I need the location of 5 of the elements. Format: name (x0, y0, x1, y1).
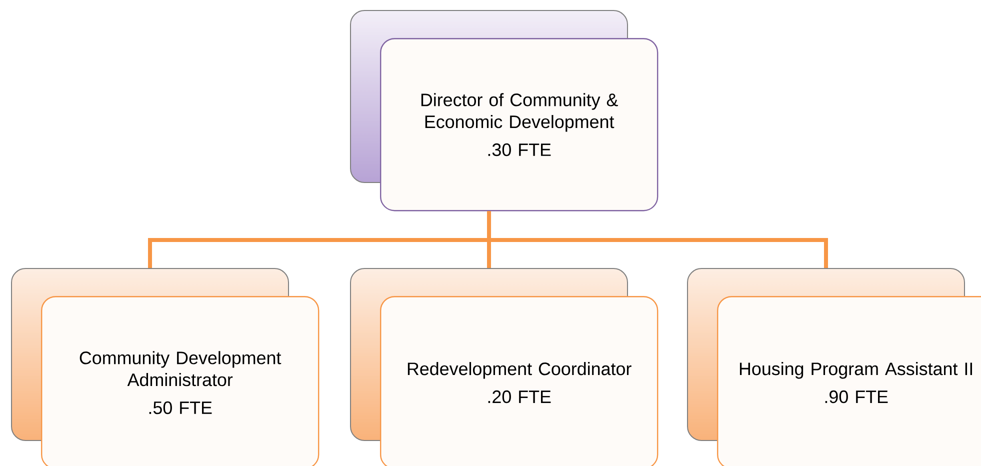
org-chart-card: Director of Community & Economic Development .30 FTE (350, 10, 658, 212)
org-chart-card: Housing Program Assistant II .90 FTE (687, 268, 981, 466)
org-chart-card: Redevelopment Coordinator .20 FTE (350, 268, 658, 466)
connector-line (487, 211, 828, 268)
org-chart-card: Community Development Administrator .50 FTE (11, 268, 320, 466)
